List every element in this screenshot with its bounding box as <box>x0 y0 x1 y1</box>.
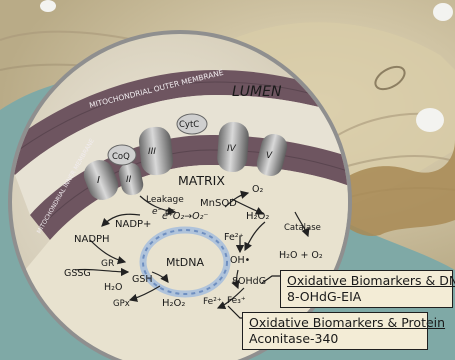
superoxide-label: e⁺O₂→O₂⁻ <box>162 211 208 222</box>
fe2-label: Fe²⁺ <box>224 232 244 243</box>
complex-i-label: I <box>97 175 100 186</box>
gssg-label: GSSG <box>64 268 91 279</box>
gr-label: GR <box>101 259 114 269</box>
cytc-label: CytC <box>179 120 199 130</box>
ohdg-label: 8OHdG <box>232 276 266 287</box>
leakage-label: Leakage <box>146 195 184 205</box>
droplet <box>433 3 453 21</box>
h2o2-top-label: H₂O₂ <box>246 211 269 222</box>
matrix-label: MATRIX <box>178 173 225 188</box>
gsh-label: GSH <box>132 274 153 285</box>
complex-v-label: V <box>266 151 273 161</box>
gpx-label: GPx <box>113 299 130 309</box>
nadp-label: NADP+ <box>115 219 151 230</box>
lumen-label: LUMEN <box>232 84 282 100</box>
complex-iv-label: IV <box>227 144 237 154</box>
callout-protein: Oxidative Biomarkers & Protein Aconitase… <box>242 312 428 350</box>
nadph-label: NADPH <box>74 234 110 245</box>
callout-dna: Oxidative Biomarkers & DNA 8-OHdG-EIA <box>280 270 453 308</box>
mtdna-label: MtDNA <box>166 256 205 269</box>
callout-dna-title: Oxidative Biomarkers & DNA <box>287 273 446 289</box>
h2o2-bottom-label: H₂O₂ <box>162 298 185 309</box>
o2-top-label: O₂ <box>252 184 263 195</box>
callout-protein-title: Oxidative Biomarkers & Protein <box>249 315 421 331</box>
h2o-o2-label: H₂O + O₂ <box>279 250 323 261</box>
callout-dna-assay: 8-OHdG-EIA <box>287 289 446 305</box>
complex-iii-label: III <box>148 147 156 157</box>
complex-ii-label: II <box>126 175 132 185</box>
mnsod-label: MnSOD <box>200 198 237 209</box>
catalase-label: Catalase <box>284 223 321 233</box>
coq-label: CoQ <box>112 152 130 162</box>
callout-protein-assay: Aconitase-340 <box>249 331 421 347</box>
droplet <box>40 0 56 12</box>
oh-radical-label: OH• <box>230 255 250 266</box>
fe2-bottom-label: Fe²⁺ <box>203 297 222 307</box>
droplet <box>416 108 444 132</box>
fe3-bottom-label: Fe₃⁺ <box>227 296 246 306</box>
h2o-left-label: H₂O <box>104 282 122 293</box>
